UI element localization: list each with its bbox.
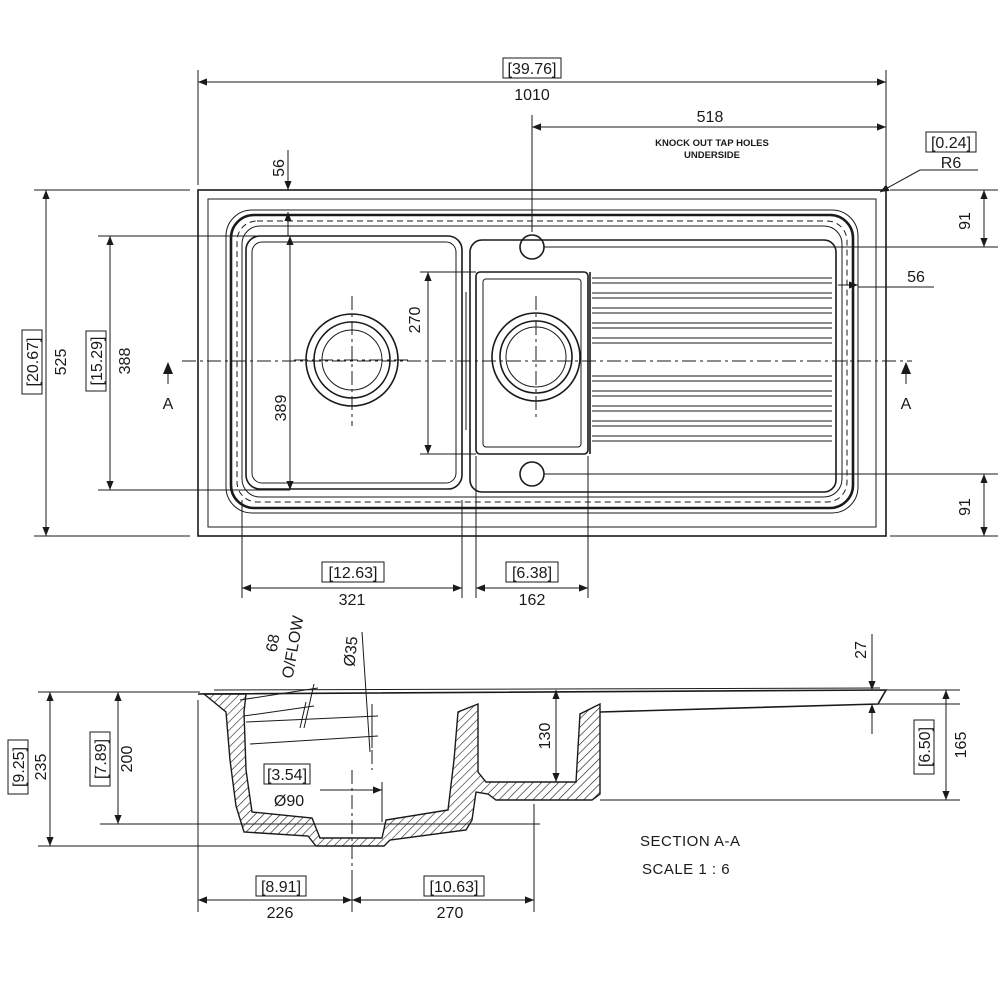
overall-width-inch: [20.67] <box>25 338 42 387</box>
waste-center-right-mm: 270 <box>437 905 464 922</box>
rim-depth-mm: 165 <box>953 732 970 759</box>
tap-hole-bottom <box>519 461 545 487</box>
waste-center-left-inch: [8.91] <box>261 879 301 896</box>
waste-center-left-mm: 226 <box>267 905 294 922</box>
half-bowl-length-inch: [6.38] <box>512 565 552 582</box>
half-bowl-length-mm: 162 <box>519 592 546 609</box>
main-bowl <box>245 235 463 490</box>
main-bowl-length-inch: [12.63] <box>329 565 378 582</box>
overflow-size: 68 <box>264 633 284 654</box>
overflow-label: O/FLOW <box>280 614 308 680</box>
overall-length-mm: 1010 <box>514 87 550 104</box>
bowl-depth-mm: 200 <box>119 746 136 773</box>
main-bowl-length-mm: 321 <box>339 592 366 609</box>
overall-depth-mm: 235 <box>33 754 50 781</box>
corner-radius-mm: R6 <box>941 155 962 172</box>
waste-outlet-mm: Ø90 <box>274 793 304 810</box>
bowl-depth-inch: [7.89] <box>93 739 110 779</box>
bowl-inner-height-mm: 389 <box>273 395 290 422</box>
section-view: 68 O/FLOW Ø35 27 130 [9.25] 235 [7.89] 2… <box>7 614 970 922</box>
rim-depth-inch: [6.50] <box>917 727 934 767</box>
tap-hole-top <box>519 234 545 260</box>
overall-width-mm: 525 <box>53 349 70 376</box>
plan-view: [39.76] 1010 518 KNOCK OUT TAP HOLES UND… <box>21 57 998 609</box>
main-bowl-section <box>202 693 601 847</box>
drainer-grooves <box>589 272 832 454</box>
half-bowl <box>475 271 589 455</box>
corner-radius-inch: [0.24] <box>931 135 971 152</box>
section-title: SECTION A-A <box>640 833 741 850</box>
drainer-thickness-mm: 27 <box>853 641 870 659</box>
section-mark-left: A <box>163 396 174 413</box>
side-rim-mm: 56 <box>907 269 925 286</box>
bowl-width-mm: 388 <box>117 348 134 375</box>
waste-center-right-inch: [10.63] <box>430 879 479 896</box>
half-bowl-depth-mm: 130 <box>537 723 554 750</box>
overall-depth-inch: [9.25] <box>11 747 28 787</box>
section-scale: SCALE 1 : 6 <box>642 861 730 878</box>
overall-length-inch: [39.76] <box>508 61 557 78</box>
waste-hole-size: Ø35 <box>341 636 361 668</box>
sink-outline <box>197 189 887 537</box>
bowl-width-inch: [15.29] <box>89 337 106 386</box>
tap-hole-top-mm: 91 <box>957 212 974 230</box>
section-mark-right: A <box>901 396 912 413</box>
waste-outlet-inch: [3.54] <box>267 767 307 784</box>
half-bowl-height-mm: 270 <box>407 307 424 334</box>
top-rim-mm: 56 <box>271 159 288 177</box>
tap-note-line1: KNOCK OUT TAP HOLES <box>655 138 769 149</box>
drainer <box>469 239 837 493</box>
tap-hole-bottom-mm: 91 <box>957 498 974 516</box>
tap-offset-mm: 518 <box>697 109 724 126</box>
tap-note-line2: UNDERSIDE <box>684 150 740 161</box>
